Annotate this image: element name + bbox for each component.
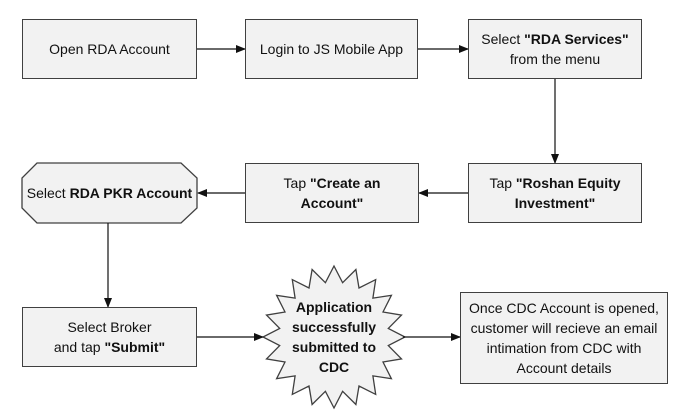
- tap-create-account-bold: "Create an Account": [300, 175, 381, 211]
- application-burst-shape: [261, 264, 407, 410]
- tap-create-account-node: Tap "Create an Account": [245, 163, 419, 223]
- login-node: Login to JS Mobile App: [245, 19, 418, 79]
- select-rda-services-line1: Select "RDA Services": [481, 29, 628, 49]
- select-broker-prefix: and tap: [53, 339, 105, 355]
- select-rda-services-line2: from the menu: [509, 51, 601, 67]
- tap-create-account-label: Tap "Create an Account": [252, 173, 412, 213]
- select-rda-services-bold: "RDA Services": [524, 31, 629, 47]
- tap-roshan-bold: "Roshan Equity Investment": [514, 175, 621, 211]
- select-rda-services-node: Select "RDA Services" from the menu: [468, 19, 642, 79]
- select-pkr-account-bold: RDA PKR Account: [69, 185, 193, 201]
- open-rda-account-node: Open RDA Account: [22, 19, 197, 79]
- cdc-email-node: Once CDC Account is opened, customer wil…: [460, 292, 668, 384]
- cdc-email-label: Once CDC Account is opened, customer wil…: [469, 300, 659, 376]
- tap-roshan-prefix: Tap: [489, 175, 516, 191]
- select-broker-line1: Select Broker: [67, 319, 152, 335]
- select-pkr-account-shape: [21, 162, 198, 224]
- select-pkr-account-prefix: Select: [26, 185, 70, 201]
- application-submitted-label: Application successfully submitted to CD…: [291, 299, 377, 375]
- tap-roshan-label: Tap "Roshan Equity Investment": [475, 173, 635, 213]
- open-rda-account-label: Open RDA Account: [49, 41, 170, 57]
- tap-roshan-node: Tap "Roshan Equity Investment": [468, 163, 642, 223]
- tap-create-account-prefix: Tap: [283, 175, 310, 191]
- select-rda-services-prefix: Select: [481, 31, 525, 47]
- select-broker-bold: "Submit": [104, 339, 166, 355]
- select-broker-node: Select Broker and tap "Submit": [22, 307, 197, 367]
- select-broker-line2: and tap "Submit": [54, 337, 165, 357]
- application-submitted-node: Application successfully submitted to CD…: [285, 292, 383, 382]
- select-pkr-account-node: Select RDA PKR Account: [22, 163, 197, 223]
- select-pkr-account-label: Select RDA PKR Account: [27, 183, 192, 203]
- login-label: Login to JS Mobile App: [259, 41, 404, 57]
